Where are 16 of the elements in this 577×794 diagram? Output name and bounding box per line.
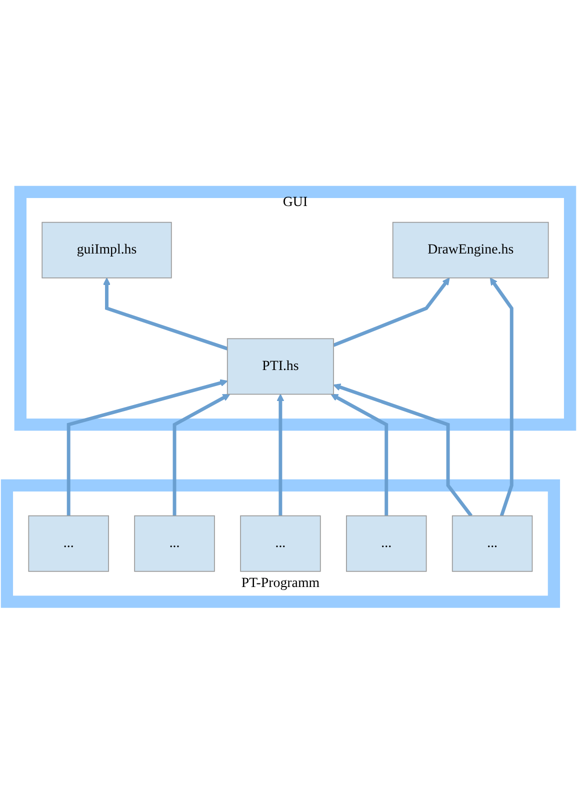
node-box: ... bbox=[28, 516, 109, 572]
node-box: DrawEngine.hs bbox=[392, 222, 549, 278]
arrow bbox=[333, 384, 473, 517]
node-box: ... bbox=[240, 516, 321, 572]
arrow bbox=[332, 278, 450, 348]
arrow bbox=[172, 394, 230, 516]
node-box: ... bbox=[134, 516, 215, 572]
node-box: ... bbox=[346, 516, 427, 572]
arrow bbox=[66, 379, 228, 516]
node-box: guiImpl.hs bbox=[42, 222, 172, 278]
arrow bbox=[102, 278, 228, 350]
node-box: ... bbox=[452, 516, 533, 572]
arrow bbox=[276, 394, 284, 516]
node-box: PTI.hs bbox=[226, 338, 334, 395]
arrow bbox=[330, 394, 388, 516]
arrow bbox=[490, 278, 514, 516]
